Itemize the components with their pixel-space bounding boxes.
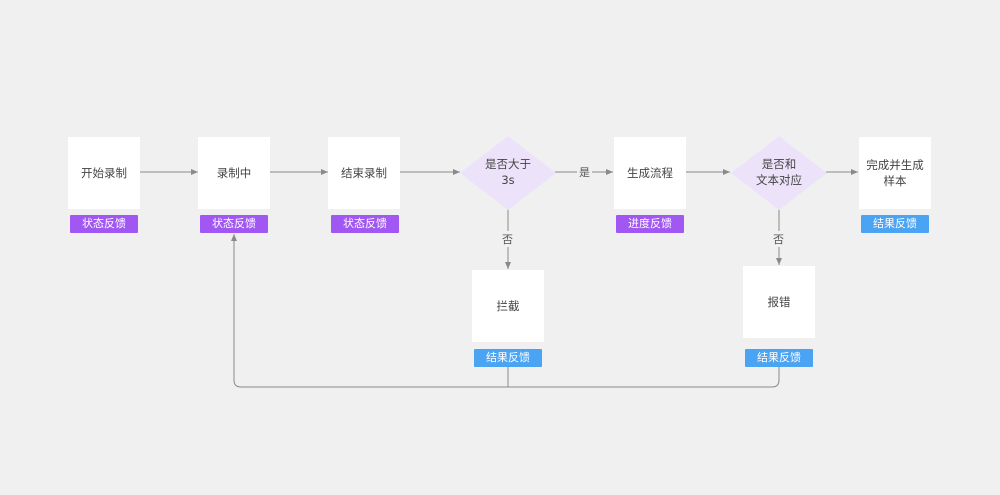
tag-intercept-result: 结果反馈 xyxy=(474,349,542,367)
node-intercept-label: 拦截 xyxy=(496,299,520,313)
tag-generate-flow-progress: 进度反馈 xyxy=(616,215,684,233)
edge-loop-back xyxy=(234,234,780,388)
node-start: 开始录制 xyxy=(68,137,140,209)
node-complete-label: 完成并生成 样本 xyxy=(866,158,924,188)
node-recording: 录制中 xyxy=(198,137,270,209)
node-generate-flow-label: 生成流程 xyxy=(627,166,673,180)
tag-start-status: 状态反馈 xyxy=(70,215,138,233)
decision-match-label: 是否和 文本对应 xyxy=(756,157,802,187)
node-generate-flow: 生成流程 xyxy=(614,137,686,209)
node-intercept: 拦截 xyxy=(472,270,544,342)
edge-label-yes: 是 xyxy=(577,164,592,180)
decision-match-shape xyxy=(731,136,827,210)
tag-complete-result: 结果反馈 xyxy=(861,215,929,233)
edge-label-no-2: 否 xyxy=(771,231,786,247)
node-complete: 完成并生成 样本 xyxy=(859,137,931,209)
node-end-recording-label: 结束录制 xyxy=(341,166,387,180)
node-start-label: 开始录制 xyxy=(81,166,127,180)
tag-error-result: 结果反馈 xyxy=(745,349,813,367)
decision-3s-label: 是否大于 3s xyxy=(485,157,531,187)
node-end-recording: 结束录制 xyxy=(328,137,400,209)
decision-3s-shape xyxy=(460,136,556,210)
tag-recording-status: 状态反馈 xyxy=(200,215,268,233)
tag-end-recording-status: 状态反馈 xyxy=(331,215,399,233)
node-error: 报错 xyxy=(743,266,815,338)
edge-label-no-1: 否 xyxy=(500,231,515,247)
node-error-label: 报错 xyxy=(767,295,791,309)
node-recording-label: 录制中 xyxy=(216,166,252,180)
